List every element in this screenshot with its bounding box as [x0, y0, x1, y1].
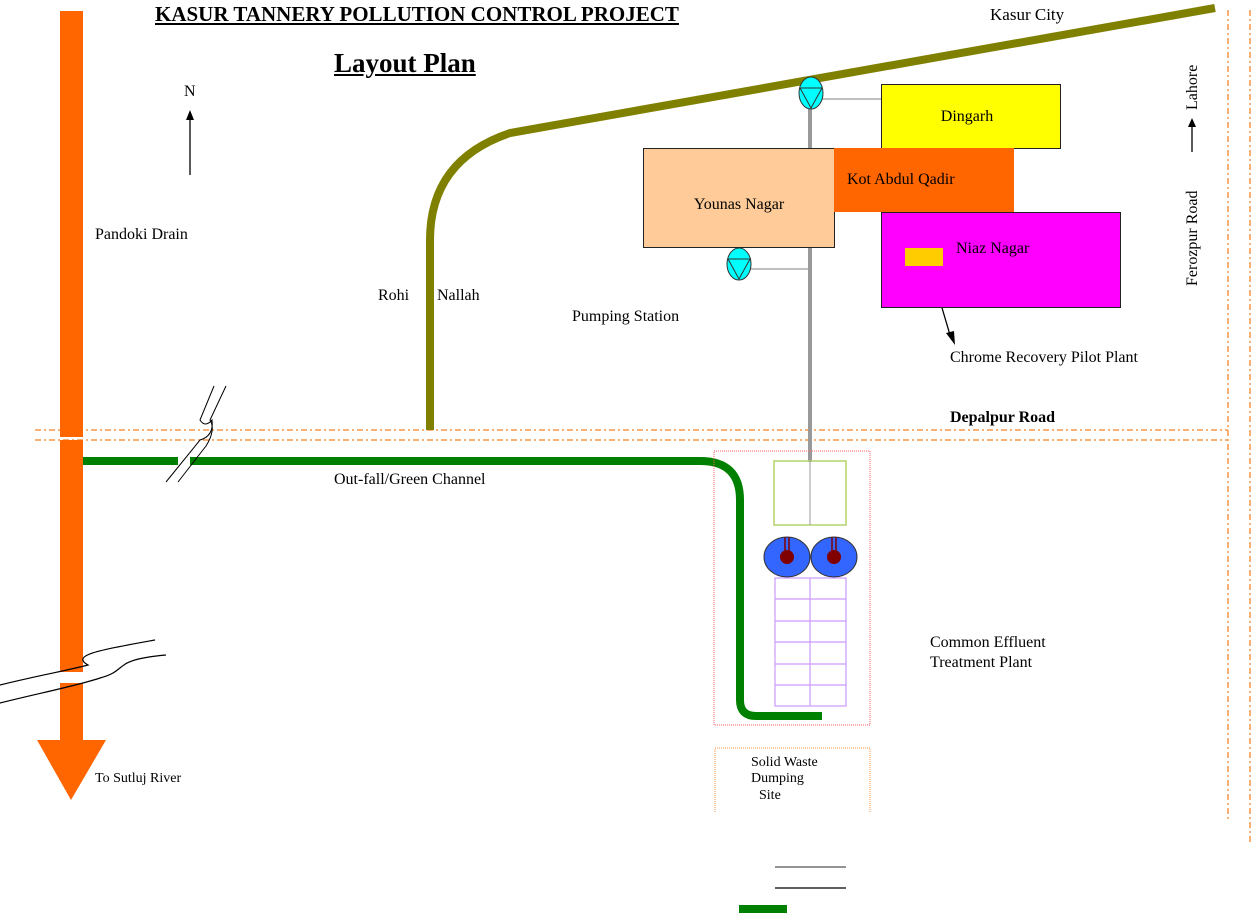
pandoki-drain	[37, 11, 106, 800]
river-crossing-symbol	[0, 639, 167, 704]
green-channel	[83, 457, 822, 720]
page-title: KASUR TANNERY POLLUTION CONTROL PROJECT	[155, 2, 679, 26]
chrome-recovery-plant	[905, 248, 943, 266]
solid-waste-label-line3: Site	[759, 788, 781, 803]
pumping-station-icon	[726, 247, 752, 281]
cetp-boundary	[713, 450, 871, 726]
area-label: Dingarh	[940, 107, 994, 125]
nallah-label: Nallah	[437, 287, 480, 304]
clarifier-icon	[763, 536, 811, 578]
area-label: Kot Abdul Qadir	[847, 171, 955, 188]
chrome-recovery-label: Chrome Recovery Pilot Plant	[950, 349, 1138, 366]
channel-break-symbol	[165, 385, 227, 483]
lahore-arrow-icon	[1188, 118, 1196, 152]
depalpur-road	[35, 429, 1228, 441]
ferozpur-road-label: Ferozpur Road	[1184, 190, 1201, 286]
area-kot-abdul-qadir: Kot Abdul Qadir	[834, 148, 1014, 212]
area-younas-nagar: Younas Nagar	[643, 148, 835, 248]
sludge-drying-beds	[774, 577, 847, 707]
clarifier-icon	[810, 536, 858, 578]
outfall-channel-label: Out-fall/Green Channel	[334, 471, 486, 488]
lahore-label: Lahore	[1184, 64, 1201, 110]
legend-lines	[739, 866, 846, 913]
area-label: Niaz Nagar	[956, 240, 1030, 257]
solid-waste-boundary	[714, 747, 871, 812]
area-dingarh: Dingarh	[881, 84, 1061, 149]
north-label: N	[184, 83, 196, 100]
rohi-label: Rohi	[378, 287, 410, 304]
solid-waste-label-line1: Solid Waste	[751, 755, 818, 770]
solid-waste-label-line2: Dumping	[751, 771, 804, 786]
equalization-tank	[773, 460, 847, 526]
pandoki-drain-label: Pandoki Drain	[95, 226, 188, 243]
cetp-label-line1: Common Effluent	[930, 634, 1046, 651]
area-label: Younas Nagar	[693, 196, 785, 213]
ferozpur-road	[1227, 10, 1251, 845]
pumping-station-label: Pumping Station	[572, 308, 680, 325]
north-arrow-icon	[186, 110, 194, 175]
to-sutluj-label: To Sutluj River	[95, 771, 182, 786]
kasur-city-label: Kasur City	[990, 5, 1065, 24]
pumping-station-icon	[798, 76, 824, 110]
depalpur-road-label: Depalpur Road	[950, 409, 1056, 426]
rohi-nallah	[426, 4, 1216, 430]
cetp-label-line2: Treatment Plant	[930, 654, 1033, 671]
page-subtitle: Layout Plan	[334, 48, 476, 78]
